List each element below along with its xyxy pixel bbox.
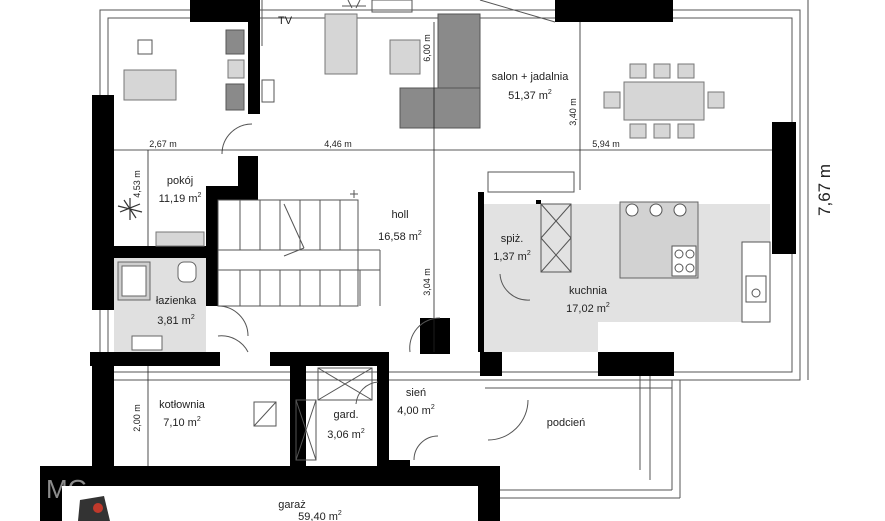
tv-label: TV — [278, 15, 293, 27]
dim-6-00: 6,00 m — [422, 34, 432, 62]
dim-3-40: 3,40 m — [568, 98, 578, 126]
dim-5-94: 5,94 m — [592, 139, 620, 149]
room-name-kotlownia: kotłownia — [159, 399, 206, 411]
room-name-pokoj: pokój — [167, 175, 193, 187]
dim-4-46: 4,46 m — [324, 139, 352, 149]
dim-2-67: 2,67 m — [149, 139, 177, 149]
bathroom-fixtures — [114, 258, 206, 352]
car-icon — [78, 496, 110, 521]
room-area-pokoj: 11,19 m2 — [159, 192, 202, 205]
room-area-gard: 3,06 m2 — [327, 428, 365, 441]
kitchen-floor — [484, 171, 771, 352]
room-name-spiz: spiż. — [501, 233, 524, 245]
room-area-spiz: 1,37 m2 — [493, 250, 531, 263]
plant-icon — [117, 0, 366, 220]
room-area-salon: 51,37 m2 — [508, 89, 552, 102]
dimension-lines — [114, 0, 809, 466]
built-in-cabinets — [253, 367, 373, 461]
room-labels: TV salon + jadalnia 51,37 m2 pokój 11,19… — [156, 15, 610, 521]
staircase — [217, 199, 381, 307]
room-name-podcien: podcień — [547, 417, 586, 429]
room-name-lazienka: łazienka — [156, 295, 197, 307]
door-swings — [217, 123, 531, 461]
dimension-labels: 2,67 m 4,46 m 5,94 m 4,53 m 6,00 m 3,40 … — [132, 34, 834, 432]
room-area-holl: 16,58 m2 — [378, 230, 422, 243]
room-area-garaz: 59,40 m2 — [298, 510, 342, 521]
room-area-lazienka: 3,81 m2 — [157, 314, 195, 327]
room-name-kuchnia: kuchnia — [569, 285, 608, 297]
room-area-sien: 4,00 m2 — [397, 404, 435, 417]
room-area-kuchnia: 17,02 m2 — [566, 302, 610, 315]
dim-2-00: 2,00 m — [132, 404, 142, 432]
room-area-kotlownia: 7,10 m2 — [163, 416, 201, 429]
living-furniture — [261, 0, 725, 139]
dim-3-04: 3,04 m — [422, 268, 432, 296]
room-name-holl: holl — [391, 209, 408, 221]
watermark-text: MG — [46, 474, 88, 504]
dim-7-67: 7,67 m — [815, 164, 834, 216]
room-name-gard: gard. — [333, 409, 358, 421]
room-name-salon: salon + jadalnia — [492, 71, 570, 83]
dim-4-53: 4,53 m — [132, 170, 142, 198]
bedroom-furniture — [123, 29, 245, 247]
room-name-garaz: garaż — [278, 499, 306, 511]
walls — [40, 0, 796, 521]
room-name-sien: sień — [406, 387, 426, 399]
